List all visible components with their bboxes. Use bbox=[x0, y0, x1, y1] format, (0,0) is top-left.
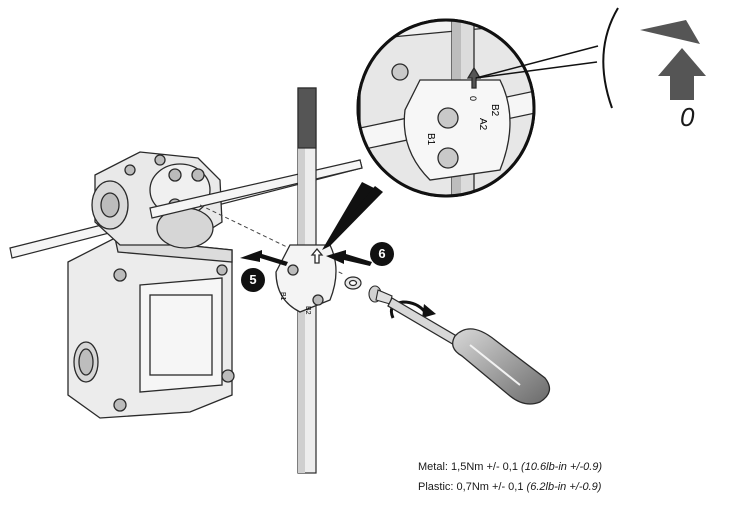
zero-position-label: 0 bbox=[680, 102, 695, 132]
torque-plastic: Plastic: 0,7Nm +/- 0,1 (6.2lb-in +/-0.9) bbox=[418, 481, 601, 493]
step-6-badge: 6 bbox=[370, 242, 394, 266]
up-arrow-icon bbox=[658, 48, 706, 100]
torque-plastic-label: Plastic: bbox=[418, 481, 454, 493]
zoom-label-zero: 0 bbox=[468, 96, 478, 101]
zoom-label-b2: B2 bbox=[489, 104, 500, 117]
limit-switch-body bbox=[67, 237, 235, 419]
arrow-step-5 bbox=[240, 250, 288, 266]
arrow-step-6 bbox=[326, 250, 372, 266]
zoom-detail bbox=[356, 18, 536, 198]
zoom-leaders bbox=[322, 182, 383, 250]
step-5-badge: 5 bbox=[241, 268, 265, 292]
cam bbox=[275, 244, 337, 313]
indicator-pointers bbox=[475, 45, 599, 79]
indicator-arc bbox=[602, 7, 619, 109]
zoom-label-b1: B1 bbox=[425, 133, 436, 146]
insertion-arrows bbox=[240, 250, 372, 266]
rotation-arrow bbox=[389, 300, 427, 319]
zoom-label-a2: A2 bbox=[477, 118, 488, 131]
torque-metal-label: Metal: bbox=[418, 461, 448, 473]
cam-label-b2: B2 bbox=[304, 306, 311, 315]
screwdriver bbox=[387, 297, 551, 405]
cam-label-b1: B1 bbox=[279, 292, 286, 301]
pointer-triangle bbox=[640, 20, 700, 44]
torque-plastic-value: 0,7Nm +/- 0,1 bbox=[456, 481, 524, 493]
screw bbox=[368, 285, 393, 305]
torque-metal: Metal: 1,5Nm +/- 0,1 (10.6lb-in +/-0.9) bbox=[418, 461, 602, 473]
torque-plastic-imperial: (6.2lb-in +/-0.9) bbox=[526, 481, 602, 493]
torque-metal-imperial: (10.6lb-in +/-0.9) bbox=[521, 461, 603, 473]
torque-metal-value: 1,5Nm +/- 0,1 bbox=[451, 461, 518, 473]
washer bbox=[344, 276, 362, 290]
